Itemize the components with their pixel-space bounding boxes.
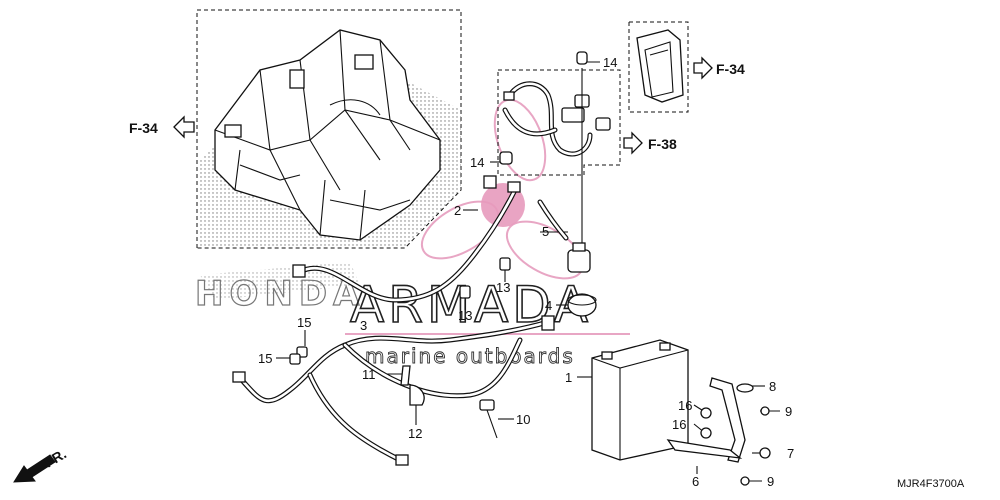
part-number-16b: 16 bbox=[672, 417, 686, 432]
watermark-tagline-text: marine outboards bbox=[365, 344, 575, 368]
part-number-14a: 14 bbox=[603, 55, 617, 70]
fuse-cover bbox=[567, 293, 597, 317]
sub-harness-assembly bbox=[497, 69, 621, 176]
part-number-16a: 16 bbox=[678, 398, 692, 413]
ref-label-f38: F-38 bbox=[648, 136, 677, 152]
part-number-2: 2 bbox=[454, 203, 461, 218]
ref-label-f34-right: F-34 bbox=[716, 61, 745, 77]
cover-assembly bbox=[628, 21, 689, 113]
part-number-6: 6 bbox=[692, 474, 699, 489]
battery-bracket bbox=[666, 377, 771, 486]
part-number-1: 1 bbox=[565, 370, 572, 385]
positive-cable bbox=[292, 175, 521, 303]
part-number-9b: 9 bbox=[767, 474, 774, 489]
ref-label-f34-left: F-34 bbox=[129, 120, 158, 136]
part-number-15a: 15 bbox=[297, 315, 311, 330]
part-number-10: 10 bbox=[516, 412, 530, 427]
watermark-honda-text: HONDA bbox=[195, 274, 365, 314]
ref-arrow-f34-left bbox=[173, 115, 195, 139]
clips bbox=[289, 51, 588, 439]
part-number-13a: 13 bbox=[496, 280, 510, 295]
part-number-15b: 15 bbox=[258, 351, 272, 366]
ref-arrow-f34-right bbox=[693, 56, 713, 80]
diagram-code: MJR4F3700A bbox=[897, 478, 965, 490]
part-number-12: 12 bbox=[408, 426, 422, 441]
part-number-7: 7 bbox=[787, 446, 794, 461]
watermark-brand-text: ARMADA bbox=[350, 276, 592, 334]
part-number-9a: 9 bbox=[785, 404, 792, 419]
part-number-13b: 13 bbox=[458, 308, 472, 323]
battery-box-assembly bbox=[196, 9, 462, 249]
front-arrow bbox=[13, 454, 56, 483]
part-number-8: 8 bbox=[769, 379, 776, 394]
battery bbox=[591, 339, 689, 461]
ref-arrow-f38 bbox=[623, 131, 643, 155]
main-wire-harness bbox=[232, 315, 555, 466]
part-number-4: 4 bbox=[545, 298, 552, 313]
part-number-3: 3 bbox=[360, 318, 367, 333]
part-number-11: 11 bbox=[362, 367, 376, 382]
starter-relay bbox=[537, 199, 591, 273]
part-number-14b: 14 bbox=[470, 155, 484, 170]
part-number-5: 5 bbox=[542, 224, 549, 239]
